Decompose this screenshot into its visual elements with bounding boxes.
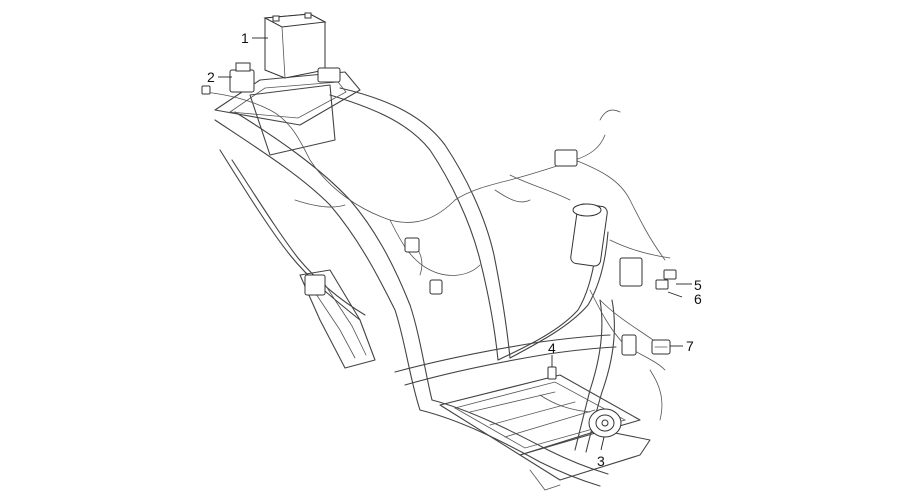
callout-3: 3 bbox=[597, 436, 605, 469]
callout-label: 2 bbox=[207, 69, 215, 85]
callout-label: 5 bbox=[694, 277, 702, 293]
callout-label: 7 bbox=[686, 338, 694, 354]
voltage-regulator bbox=[651, 339, 671, 355]
callout-6: 6 bbox=[667, 291, 702, 307]
callout-7: 7 bbox=[670, 338, 694, 354]
horn bbox=[588, 408, 622, 438]
frame-tubes bbox=[214, 71, 651, 491]
components bbox=[201, 12, 677, 438]
sensor-connector bbox=[547, 366, 557, 380]
callout-labels: 1 2 3 4 5 6 7 bbox=[207, 30, 702, 469]
callout-5: 5 bbox=[676, 277, 702, 293]
callout-label: 4 bbox=[548, 340, 556, 356]
callout-label: 3 bbox=[597, 453, 605, 469]
callout-1: 1 bbox=[241, 30, 268, 46]
callout-label: 6 bbox=[694, 291, 702, 307]
relay-box bbox=[229, 62, 255, 93]
battery bbox=[263, 12, 327, 79]
wiring-harness bbox=[204, 91, 671, 421]
callout-2: 2 bbox=[207, 69, 232, 85]
callout-label: 1 bbox=[241, 30, 249, 46]
connector-plug bbox=[655, 269, 677, 290]
callout-4: 4 bbox=[548, 340, 556, 367]
